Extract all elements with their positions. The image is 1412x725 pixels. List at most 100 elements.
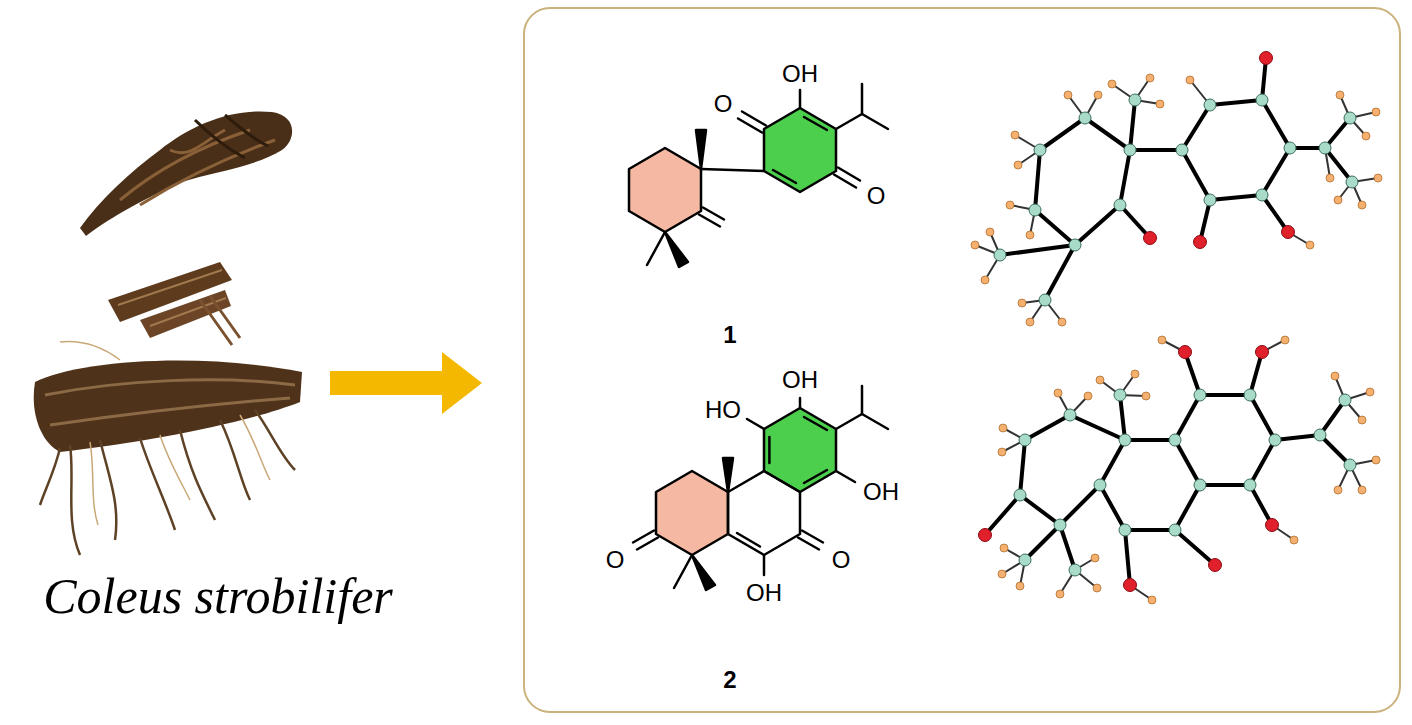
crystal-structure-1-part	[1344, 112, 1356, 124]
crystal-structure-2-part	[1175, 395, 1200, 440]
crystal-structure-1-part	[1130, 100, 1135, 150]
crystal-structure-2-part	[1069, 564, 1081, 576]
crystal-structure-1-part	[1372, 108, 1380, 116]
crystal-structure-2-part	[1314, 429, 1326, 441]
crystal-structure-2-part	[1194, 389, 1206, 401]
root-photo-part	[34, 361, 302, 452]
crystal-structure-2-part	[985, 352, 1350, 585]
crystal-structure-2-part	[1194, 479, 1206, 491]
crystal-structure-1-part	[1035, 210, 1075, 245]
crystal-structure-1-part	[1319, 142, 1331, 154]
crystal-structure-2-part	[1060, 525, 1075, 570]
crystal-structure-2-part	[979, 529, 992, 542]
crystal-structure-2-part	[1266, 519, 1279, 532]
crystal-structure-1-part	[1204, 194, 1216, 206]
compound-number: 2	[723, 666, 736, 694]
crystal-structure-2-part	[1100, 485, 1125, 530]
crystal-structure-2-part	[1372, 456, 1380, 464]
stem-pieces-photo-part	[200, 296, 240, 345]
root-photo-part	[160, 435, 190, 500]
crystal-structure-2-part	[1091, 554, 1099, 562]
crystal-structure-1-part	[1176, 144, 1188, 156]
crystal-structure-1-part	[994, 249, 1006, 261]
crystal-structure-1-part	[1011, 131, 1019, 139]
crystal-structure-1-part	[1346, 176, 1358, 188]
compound-2-structure-part	[747, 419, 764, 429]
crystal-structure-1-part	[1018, 299, 1026, 307]
crystal-structure-1-part	[1026, 318, 1034, 326]
compound-1-structure-part	[738, 119, 762, 133]
crystal-structure-2-part	[1025, 415, 1070, 440]
crystal-structure-1-part	[1040, 118, 1085, 150]
atom-label: OH	[782, 60, 818, 88]
crystal-structure-2-part	[998, 570, 1006, 578]
crystal-structure-2-part	[1358, 486, 1366, 494]
crystal-structure-2-part	[1358, 416, 1366, 424]
crystal-structure-2-part	[1002, 340, 1376, 600]
compound-2-structure-part	[633, 531, 654, 543]
crystal-structure-1-part	[1144, 52, 1295, 249]
crystal-structure-2-part	[1094, 479, 1106, 491]
crystal-structure-1-part	[1045, 245, 1075, 300]
atom-label: OH	[782, 366, 818, 394]
compound-2-structure-part	[836, 471, 855, 482]
crystal-structure-1-part	[1325, 148, 1352, 182]
crystal-structure-2	[979, 336, 1381, 604]
crystal-structure-2-part	[1209, 559, 1222, 572]
root-photo-part	[240, 415, 270, 480]
dried-herb-photo	[80, 111, 292, 236]
atom-label: OH	[863, 478, 899, 506]
crystal-structure-2-part	[1281, 336, 1289, 344]
crystal-structure-1	[971, 52, 1382, 327]
compound-1-structure-part	[804, 117, 827, 130]
crystal-structure-1-part	[1204, 99, 1216, 111]
crystal-structure-2-part	[1054, 389, 1062, 397]
crystal-structure-2-part	[1179, 346, 1192, 359]
crystal-structure-1-part	[981, 276, 989, 284]
root-photo-part	[100, 440, 116, 540]
crystal-structure-2-part	[1019, 434, 1031, 446]
compound-number: 1	[723, 321, 736, 349]
crystal-structure-1-part	[1256, 94, 1268, 106]
species-name: Coleus strobilifer	[43, 568, 393, 626]
crystal-structure-2-part	[1014, 389, 1356, 576]
crystal-structure-2-part	[1096, 376, 1104, 384]
crystal-structure-2-part	[1125, 528, 1175, 532]
crystal-structure-2-part	[1250, 395, 1275, 440]
crystal-structure-2-part	[1269, 434, 1281, 446]
crystal-structure-2-part	[1200, 483, 1250, 487]
crystal-structure-2-part	[1060, 485, 1100, 525]
crystal-structure-2-part	[1070, 415, 1125, 440]
atom-label: OH	[746, 579, 782, 607]
crystal-structure-2-part	[1175, 485, 1200, 530]
crystal-structure-1-part	[1035, 150, 1040, 210]
compound-1-structure-part	[862, 114, 888, 129]
crystal-structure-2-part	[1250, 440, 1275, 485]
crystal-structure-1-part	[1058, 318, 1066, 326]
crystal-structure-1-part	[1284, 142, 1296, 154]
crystal-structure-1-part	[1014, 161, 1022, 169]
compound-1-structure-part	[701, 169, 764, 171]
crystal-structure-1-part	[971, 241, 979, 249]
compound-2-structure-part	[836, 414, 862, 429]
crystal-structure-2-part	[1366, 388, 1374, 396]
crystal-structure-2-part	[1019, 554, 1031, 566]
crystal-structure-1-part	[1336, 91, 1344, 99]
crystal-structure-2-part	[1344, 459, 1356, 471]
root-photo-part	[40, 448, 60, 505]
crystal-structure-2-part	[998, 336, 1380, 604]
compound-2-structure-part	[861, 386, 864, 414]
compound-1-structure-part	[799, 90, 802, 108]
compound-2-structure-part	[723, 458, 733, 492]
crystal-structure-2-part	[1056, 590, 1064, 598]
crystal-structure-2-part	[1290, 536, 1298, 544]
compound-2-structure-part	[763, 555, 766, 575]
atom-label: O	[714, 90, 733, 118]
compound-1-structure-part	[764, 108, 836, 192]
crystal-structure-1-part	[1064, 91, 1072, 99]
root-photo-part	[90, 442, 98, 525]
compound-2-structure-part	[737, 533, 760, 547]
crystal-structure-2-part	[1020, 440, 1025, 495]
compound-2-structure-part	[692, 555, 715, 590]
compound-2-structure-part	[804, 417, 827, 430]
